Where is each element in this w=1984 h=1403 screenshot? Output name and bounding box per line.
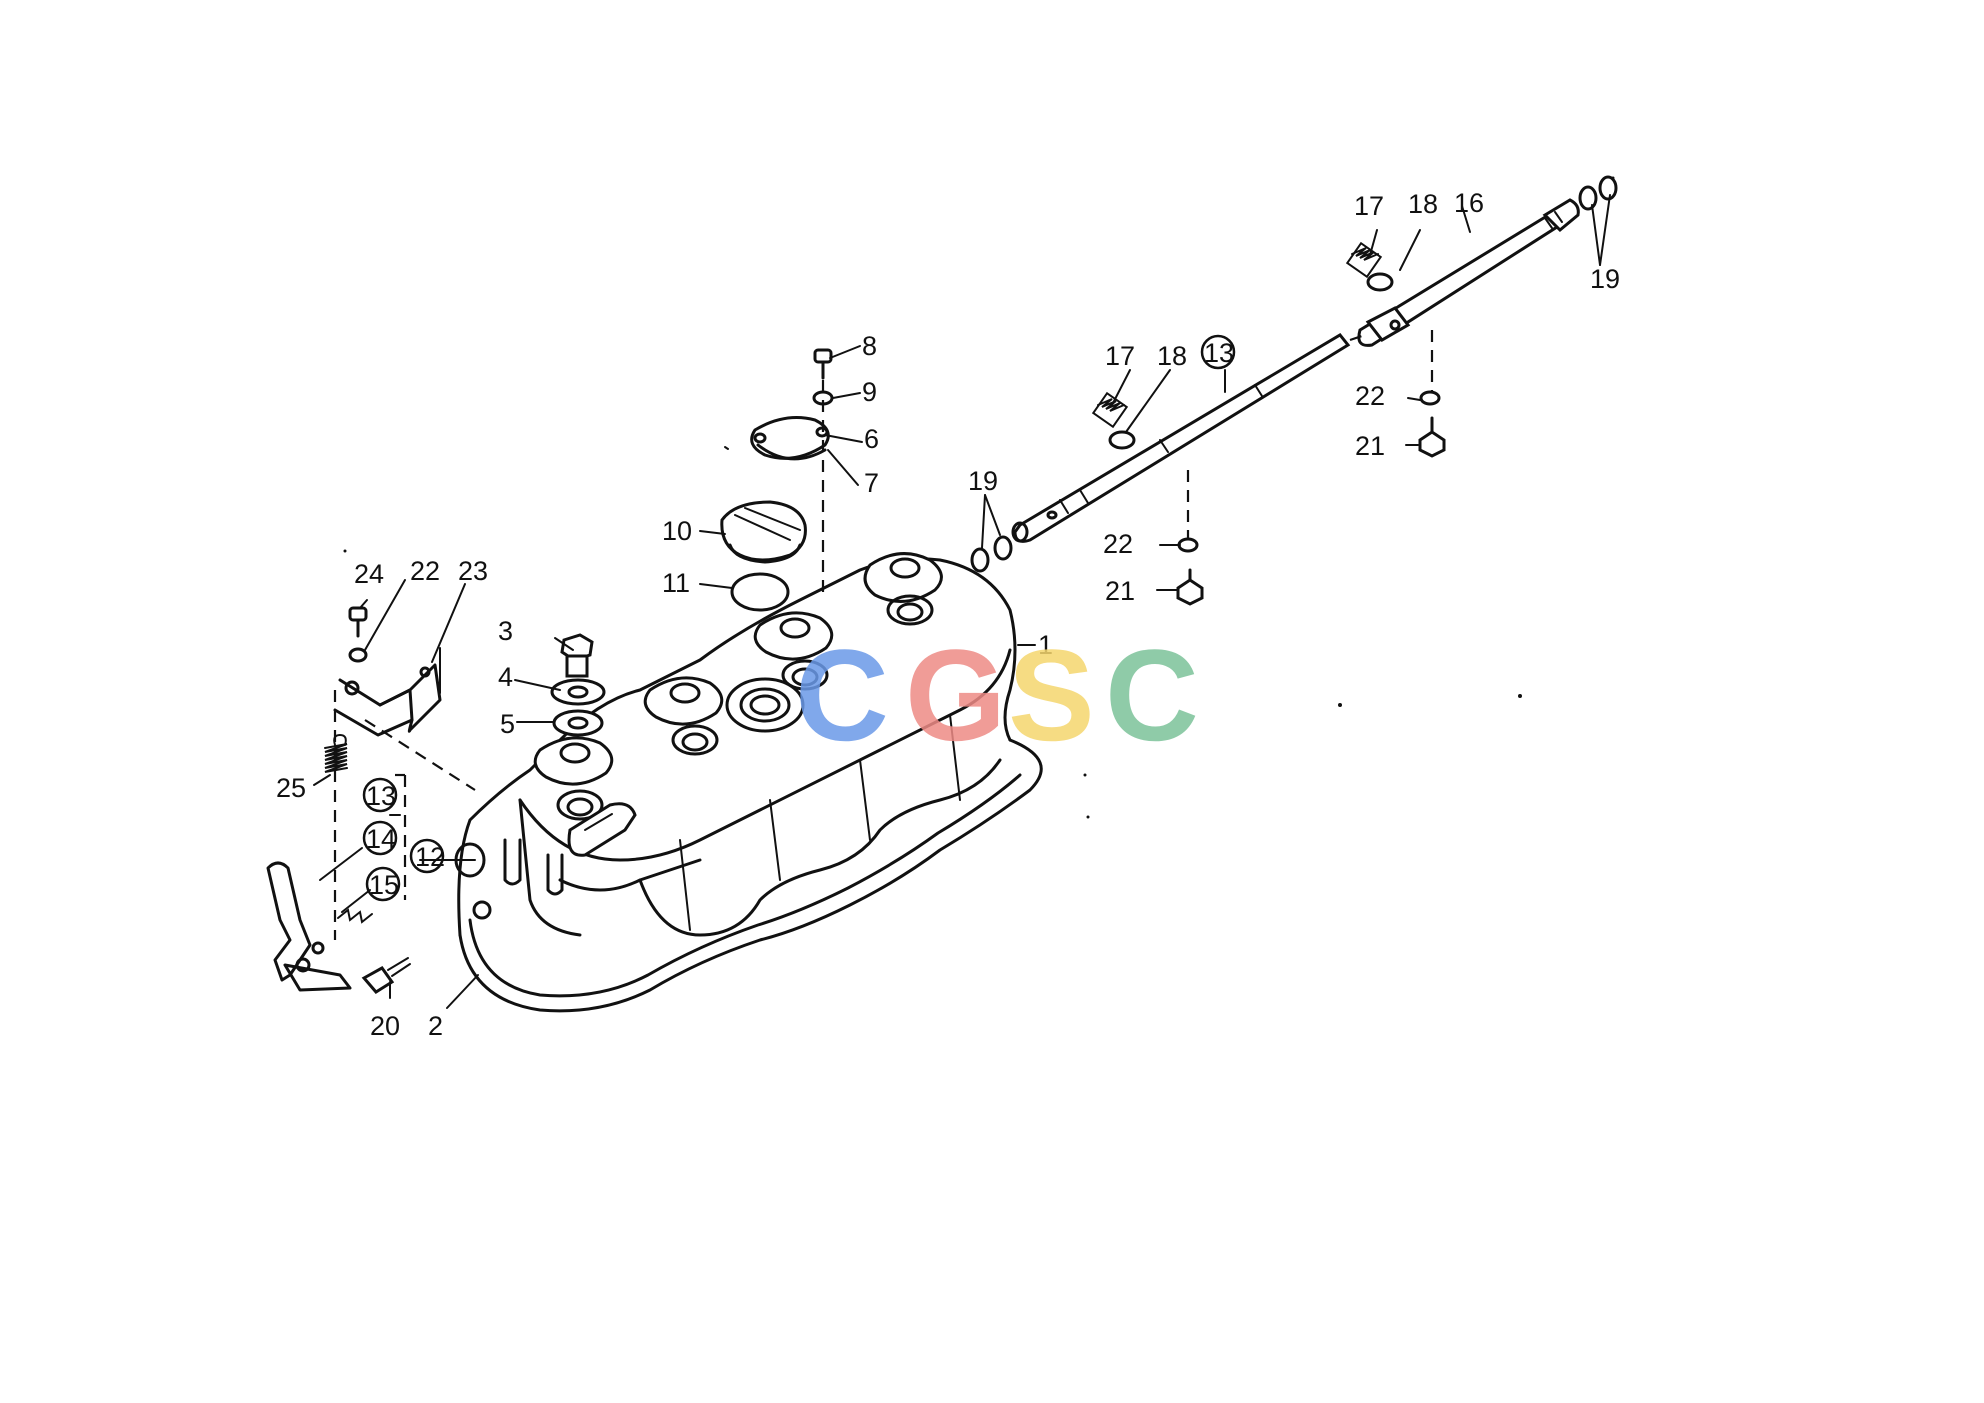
decompression-shaft (1011, 333, 1351, 543)
label-23: 23 (458, 556, 488, 586)
oil-filler-cap (720, 500, 807, 564)
bolt-lower (1176, 568, 1204, 606)
bracket-bolt (348, 606, 368, 638)
label-15: 15 (369, 870, 399, 900)
label-22-upper: 22 (1355, 381, 1385, 411)
callout-circle-13-left (362, 777, 398, 813)
callout-circle-15 (365, 866, 401, 902)
collar-upper (1366, 272, 1394, 292)
watermark-letter-c1: C (795, 622, 889, 768)
upper-shaft (1357, 198, 1580, 347)
label-9: 9 (862, 377, 877, 407)
watermark-letter-c2: C (1105, 622, 1199, 768)
cgsc-watermark-logo: C G S C (795, 622, 1199, 768)
callout-circle-13-shaft (1200, 334, 1236, 370)
label-11: 11 (662, 568, 690, 598)
label-21-lower: 21 (1105, 576, 1135, 606)
callout-circle-12 (409, 838, 445, 874)
spring-lower (1091, 391, 1129, 429)
washer-upper (1419, 390, 1441, 406)
cover-gasket (458, 738, 1043, 1013)
label-12: 12 (415, 842, 445, 872)
label-8: 8 (862, 331, 877, 361)
label-22-lower: 22 (1103, 529, 1133, 559)
cover-plate-bolt (813, 348, 833, 380)
cap-nut (560, 633, 594, 678)
label-18-upper: 18 (1408, 189, 1438, 219)
label-21-upper: 21 (1355, 431, 1385, 461)
label-19-lower: 19 (968, 466, 998, 496)
control-lever (266, 861, 352, 992)
watermark-letter-g: G (905, 622, 1006, 768)
label-7: 7 (864, 468, 879, 498)
spring-upper (1345, 241, 1383, 279)
bracket (333, 663, 442, 737)
rubber-seal-washer (552, 709, 604, 737)
label-2: 2 (428, 1011, 443, 1041)
cover-pad-2 (753, 611, 834, 691)
shaft-oring-4 (1598, 175, 1618, 201)
bracket-washer (348, 647, 368, 663)
callout-labels: 1 2 3 4 5 6 7 8 9 10 11 12 13 13 14 15 1… (276, 188, 1620, 1041)
shaft-oring-2 (993, 535, 1013, 561)
label-17-upper: 17 (1354, 191, 1384, 221)
cover-oil-filler-boss (725, 677, 805, 733)
label-19-upper: 19 (1590, 264, 1620, 294)
bolt-upper (1418, 416, 1446, 458)
label-25: 25 (276, 773, 306, 803)
label-6: 6 (864, 424, 879, 454)
adjusting-screw (361, 957, 411, 994)
label-5: 5 (500, 709, 515, 739)
cover-pad-4 (533, 736, 614, 821)
label-17-lower: 17 (1105, 341, 1135, 371)
label-24: 24 (354, 559, 384, 589)
oil-cap-gasket (730, 572, 790, 612)
washer-lower (1177, 537, 1199, 553)
shaft-oring-3 (1578, 185, 1598, 211)
label-1: 1 (1038, 630, 1053, 660)
label-4: 4 (498, 662, 513, 692)
callout-circle-14 (362, 820, 398, 856)
label-22-left: 22 (410, 556, 440, 586)
cover-pad-1 (863, 552, 943, 626)
label-16: 16 (1454, 188, 1484, 218)
leader-lines (313, 194, 1611, 1009)
label-10: 10 (662, 516, 692, 546)
rocker-cover (454, 552, 1043, 1013)
inspection-cover-plate (724, 416, 830, 461)
cover-pad-3 (643, 676, 724, 756)
label-18-lower: 18 (1157, 341, 1187, 371)
lever-pin (337, 908, 373, 924)
label-20: 20 (370, 1011, 400, 1041)
label-14: 14 (366, 824, 396, 854)
label-13-shaft: 13 (1204, 338, 1234, 368)
label-3: 3 (498, 616, 513, 646)
shaft-oring-1 (970, 547, 990, 573)
collar-lower (1108, 430, 1136, 450)
label-13-left: 13 (366, 781, 396, 811)
watermark-letter-s: S (1008, 622, 1095, 768)
nut-washer (550, 678, 606, 706)
